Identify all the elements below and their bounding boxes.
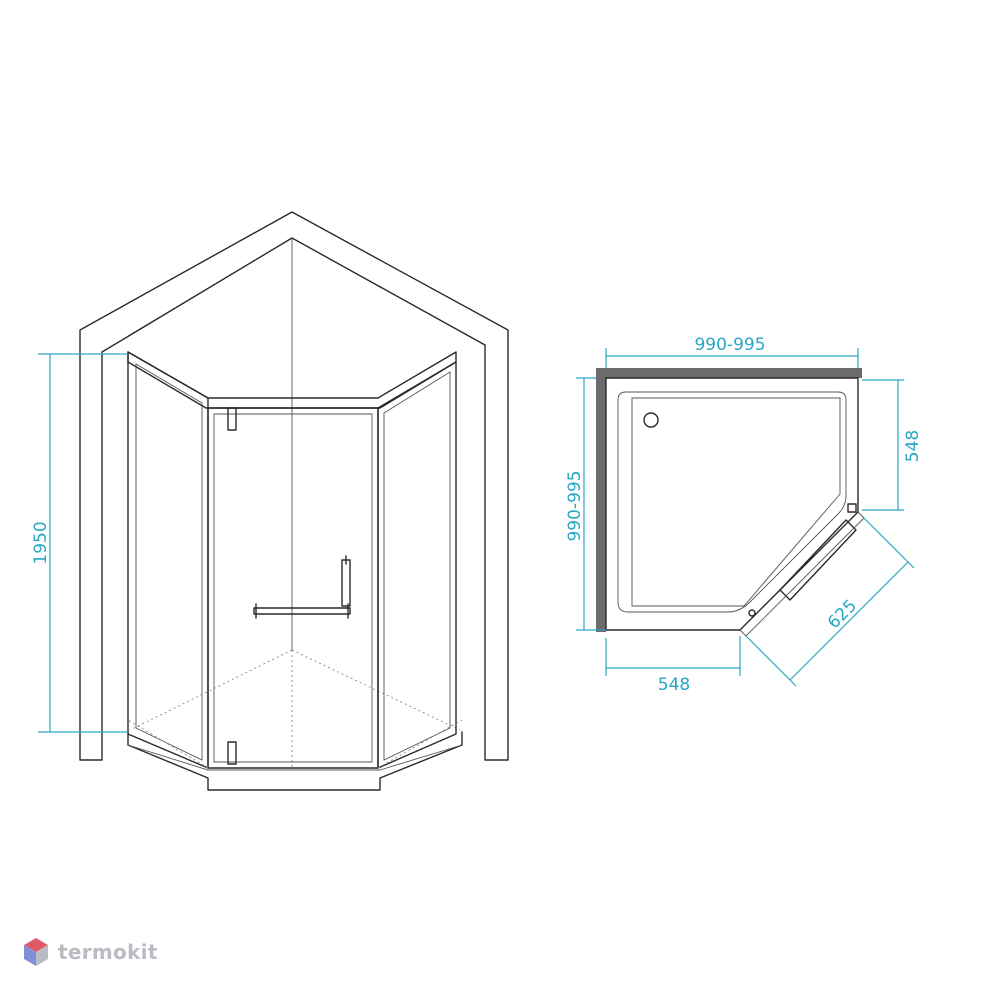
diagonal-dimension: 625: [745, 517, 915, 687]
right-side-dimension: 548: [862, 379, 923, 511]
brand-name: termokit: [58, 940, 158, 964]
hinged-door: [207, 407, 379, 769]
plan-view: 990-995 990-995 548 548 625: [565, 335, 923, 695]
right-side-label: 548: [903, 430, 923, 462]
side-wall: [596, 368, 606, 632]
depth-dimension: 990-995: [565, 377, 606, 631]
bottom-hinge: [227, 741, 237, 765]
width-label: 990-995: [694, 335, 765, 355]
plan-door-glass: [779, 519, 857, 601]
tray-outline: [605, 377, 859, 631]
bottom-side-dimension: 548: [605, 636, 741, 695]
towel-bar-handle: [253, 603, 351, 619]
bottom-side-label: 548: [658, 675, 690, 695]
diagonal-label: 625: [824, 596, 861, 633]
left-fixed-panel: [127, 351, 209, 769]
top-hinge: [227, 407, 237, 431]
width-dimension: 990-995: [605, 335, 859, 368]
depth-label: 990-995: [565, 470, 585, 541]
right-fixed-panel: [377, 361, 457, 769]
height-dimension: 1950: [31, 353, 128, 733]
height-label: 1950: [31, 521, 51, 564]
wall-outline: [79, 211, 509, 761]
cube-logo-icon: [24, 938, 48, 966]
perspective-view: 1950: [31, 211, 509, 791]
shower-tray: [127, 731, 463, 791]
tray-basin: [617, 391, 847, 613]
brand-watermark: termokit: [22, 936, 158, 968]
drain-icon: [643, 412, 659, 428]
back-wall: [596, 368, 862, 378]
